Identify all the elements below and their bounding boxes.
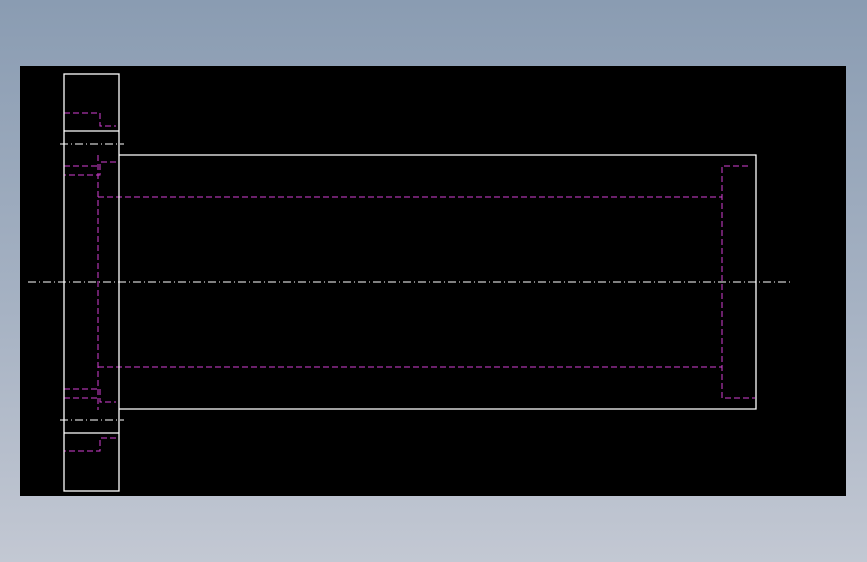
flange-outline bbox=[63, 73, 120, 492]
upper-flange-pocket bbox=[64, 112, 116, 127]
lower-flange-pocket bbox=[64, 388, 116, 403]
shaft-body-outline bbox=[119, 154, 757, 410]
centerlines bbox=[28, 143, 792, 421]
upper-flange-pocket-step bbox=[64, 161, 116, 176]
visible-edges bbox=[63, 73, 757, 492]
lower-flange-pocket-step bbox=[64, 437, 116, 452]
viewport-background bbox=[20, 66, 846, 496]
hidden-lines bbox=[64, 112, 755, 452]
end-counterbore-outline bbox=[721, 165, 755, 399]
